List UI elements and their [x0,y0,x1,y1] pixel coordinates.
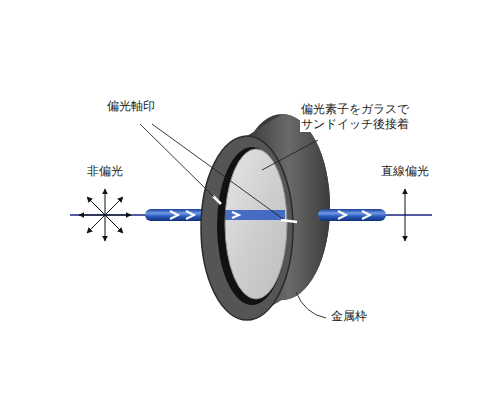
state-label: 直線偏光 [380,164,430,179]
polarizer-glass [225,149,287,299]
light-beam [318,209,386,221]
light-beam [145,209,207,221]
linear-polarization-arrow [405,189,406,241]
leader-lines [140,124,326,318]
unpolarized-arrows [79,189,131,241]
axis-mark [213,196,221,204]
part-label: 偏光軸印 [106,99,156,114]
part-label: 金属枠 [330,309,368,324]
beam-chevron [338,211,370,219]
beam-chevron [170,211,178,219]
part-label: 偏光素子をガラスで サンドイッチ後接着 [300,102,410,132]
beam-chevron [186,211,239,219]
state-label: 非偏光 [86,164,124,179]
axis-mark [281,220,297,222]
frame-inner-rim [217,147,287,305]
light-beam [225,210,285,220]
metal-frame-front [201,136,293,320]
